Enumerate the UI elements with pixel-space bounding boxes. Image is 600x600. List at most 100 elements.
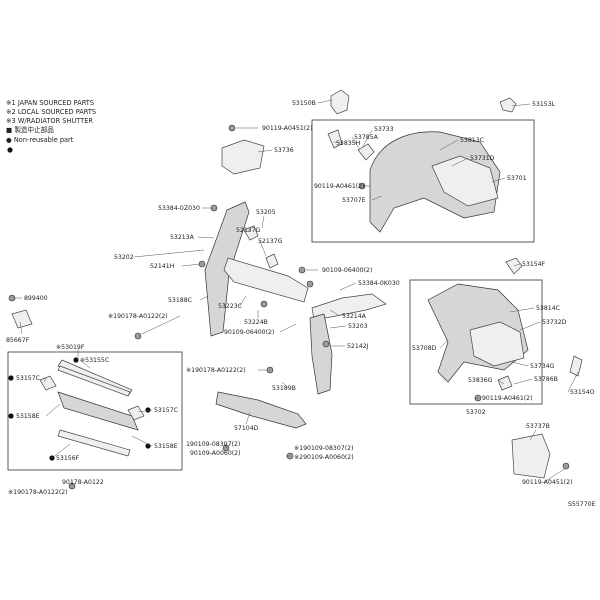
part-53203-side-shape [309,313,333,395]
callout-85667f[interactable]: 85667F [6,337,30,344]
callout-190178-a0122-lower[interactable]: ※190178-A0122(2) [8,489,68,496]
callout-90119-a0451-top[interactable]: 90119-A0451(2) [262,125,313,132]
callout-53737b[interactable]: 53737B [526,423,550,430]
callout-90119-a0461-upper[interactable]: 90119-A0461(2) [314,183,365,190]
part-53150b-shape [330,89,350,115]
part-52137g-shape [243,225,259,241]
group-box-grille-seals [7,351,183,471]
callout-53156f[interactable]: 53156F [56,455,80,462]
part-85667f-shape [11,309,33,329]
callout-190109-08307[interactable]: 190109-08307(2) [186,441,240,448]
callout-53786b[interactable]: 53786B [534,376,558,383]
callout-53785a[interactable]: 53785A [354,134,379,141]
part-53836g-shape [497,375,513,391]
bolt-icon [306,280,314,288]
callout-90119-a0451-lower[interactable]: 90119-A0451(2) [522,479,573,486]
callout-53736[interactable]: 53736 [274,147,294,154]
callout-190178-a0122-upper[interactable]: ※190178-A0122(2) [108,313,168,320]
legend-note-5: ● Non-reusable part [6,136,74,144]
callout-53154f[interactable]: 53154F [522,261,546,268]
part-52137g-b-shape [265,253,279,269]
leader-lines [14,99,579,486]
callout-57104d[interactable]: 57104D [234,425,259,432]
non-reusable-marker-icon [7,147,13,153]
part-53731d-shape [431,155,499,207]
callout-190178-a0122-mid[interactable]: ※190178-A0122(2) [186,367,246,374]
legend-note-3: ※3 W/RADIATOR SHUTTER [6,117,93,125]
part-53158e-shutter-shape [57,391,139,431]
part-53732d-shape [469,321,525,367]
non-reusable-marker-icon [8,375,14,381]
callout-90109-06400-upper[interactable]: 90109-06400(2) [322,267,372,274]
callout-290109-a0060[interactable]: ※290109-A0060(2) [294,454,354,461]
part-53835h-shape [327,129,343,149]
callout-90178-a0122[interactable]: 90178-A0122 [62,479,104,486]
callout-53707e[interactable]: 53707E [342,197,366,204]
part-53701-apron-shape [369,131,501,233]
callout-53708d[interactable]: 53708D [412,345,437,352]
callout-53153l[interactable]: 53153L [532,101,556,108]
part-53157c-right-shape [127,405,145,421]
bolt-icon [298,266,306,274]
part-53733-shape [357,143,375,161]
callout-53224b[interactable]: 53224B [244,319,268,326]
bolt-icon [562,462,570,470]
callout-90119-a0461-lower[interactable]: 90119-A0461(2) [482,395,533,402]
callout-53733[interactable]: 53733 [374,126,394,133]
part-53157c-left-shape [39,375,57,391]
callout-53158e-left[interactable]: 53158E [16,413,40,420]
callout-53731d[interactable]: 53731D [470,155,495,162]
legend-note-4: ■ 製造中止部品 [6,125,54,134]
callout-53157c-left[interactable]: 53157C [16,375,40,382]
callout-53223c[interactable]: 53223C [218,303,242,310]
callout-53701[interactable]: 53701 [507,175,527,182]
legend-note-2: ※2 LOCAL SOURCED PARTS [6,108,96,116]
bolt-icon [322,340,330,348]
callout-899400[interactable]: 899400 [24,295,48,302]
callout-53155c[interactable]: ※53155C [80,357,109,364]
callout-53814c[interactable]: 53814C [536,305,560,312]
callout-53702[interactable]: 53702 [466,409,486,416]
callout-53732d[interactable]: 53732D [542,319,567,326]
callout-53150b[interactable]: 53150B [292,100,316,107]
callout-53813c[interactable]: 53813C [460,137,484,144]
callout-190109-08307-b[interactable]: ※190109-08307(2) [294,445,354,452]
callout-52142j[interactable]: 52142J [347,343,369,350]
part-53736-shape [221,139,265,175]
bolt-icon [260,300,268,308]
callout-53202[interactable]: 53202 [114,254,134,261]
callout-53205[interactable]: 53205 [256,209,276,216]
callout-53188c[interactable]: 53188C [168,297,192,304]
callout-53158e-right[interactable]: 53158E [154,443,178,450]
callout-53836g[interactable]: 53836G [468,377,493,384]
callout-53213a[interactable]: 53213A [170,234,195,241]
callout-53203[interactable]: 53203 [348,323,368,330]
callout-53214a[interactable]: 53214A [342,313,367,320]
non-reusable-marker-icon [73,357,79,363]
callout-53189b[interactable]: 53189B [272,385,296,392]
callout-53384-0k030[interactable]: 53384-0K030 [358,280,400,287]
callout-52141h[interactable]: 52141H [150,263,175,270]
group-box-left-apron [409,279,543,405]
part-53154o-shape [569,355,583,377]
callout-90109-06400-lower[interactable]: 90109-06400(2) [224,329,274,336]
non-reusable-marker-icon [145,407,151,413]
callout-53384-0z030[interactable]: 53384-0Z030 [158,205,200,212]
callout-53734g[interactable]: 53734G [530,363,555,370]
part-57104d-shape [215,391,307,429]
non-reusable-marker-icon [8,413,14,419]
callout-53154o[interactable]: 53154O [570,389,595,396]
callout-53835h[interactable]: 53835H [336,140,361,147]
bolt-icon [228,124,236,132]
callout-53157c-right[interactable]: 53157C [154,407,178,414]
callout-52137g-a[interactable]: 52137G [236,227,261,234]
part-53019f-shape [57,365,131,397]
callout-53019f[interactable]: ※53019F [56,344,85,351]
part-53153l-shape [499,97,517,113]
group-box-right-apron-upper [311,119,535,243]
bolt-icon [134,332,142,340]
callout-52137g-b[interactable]: 52137G [258,238,283,245]
callout-90109-a0060[interactable]: 90109-A0060(2) [190,450,241,457]
